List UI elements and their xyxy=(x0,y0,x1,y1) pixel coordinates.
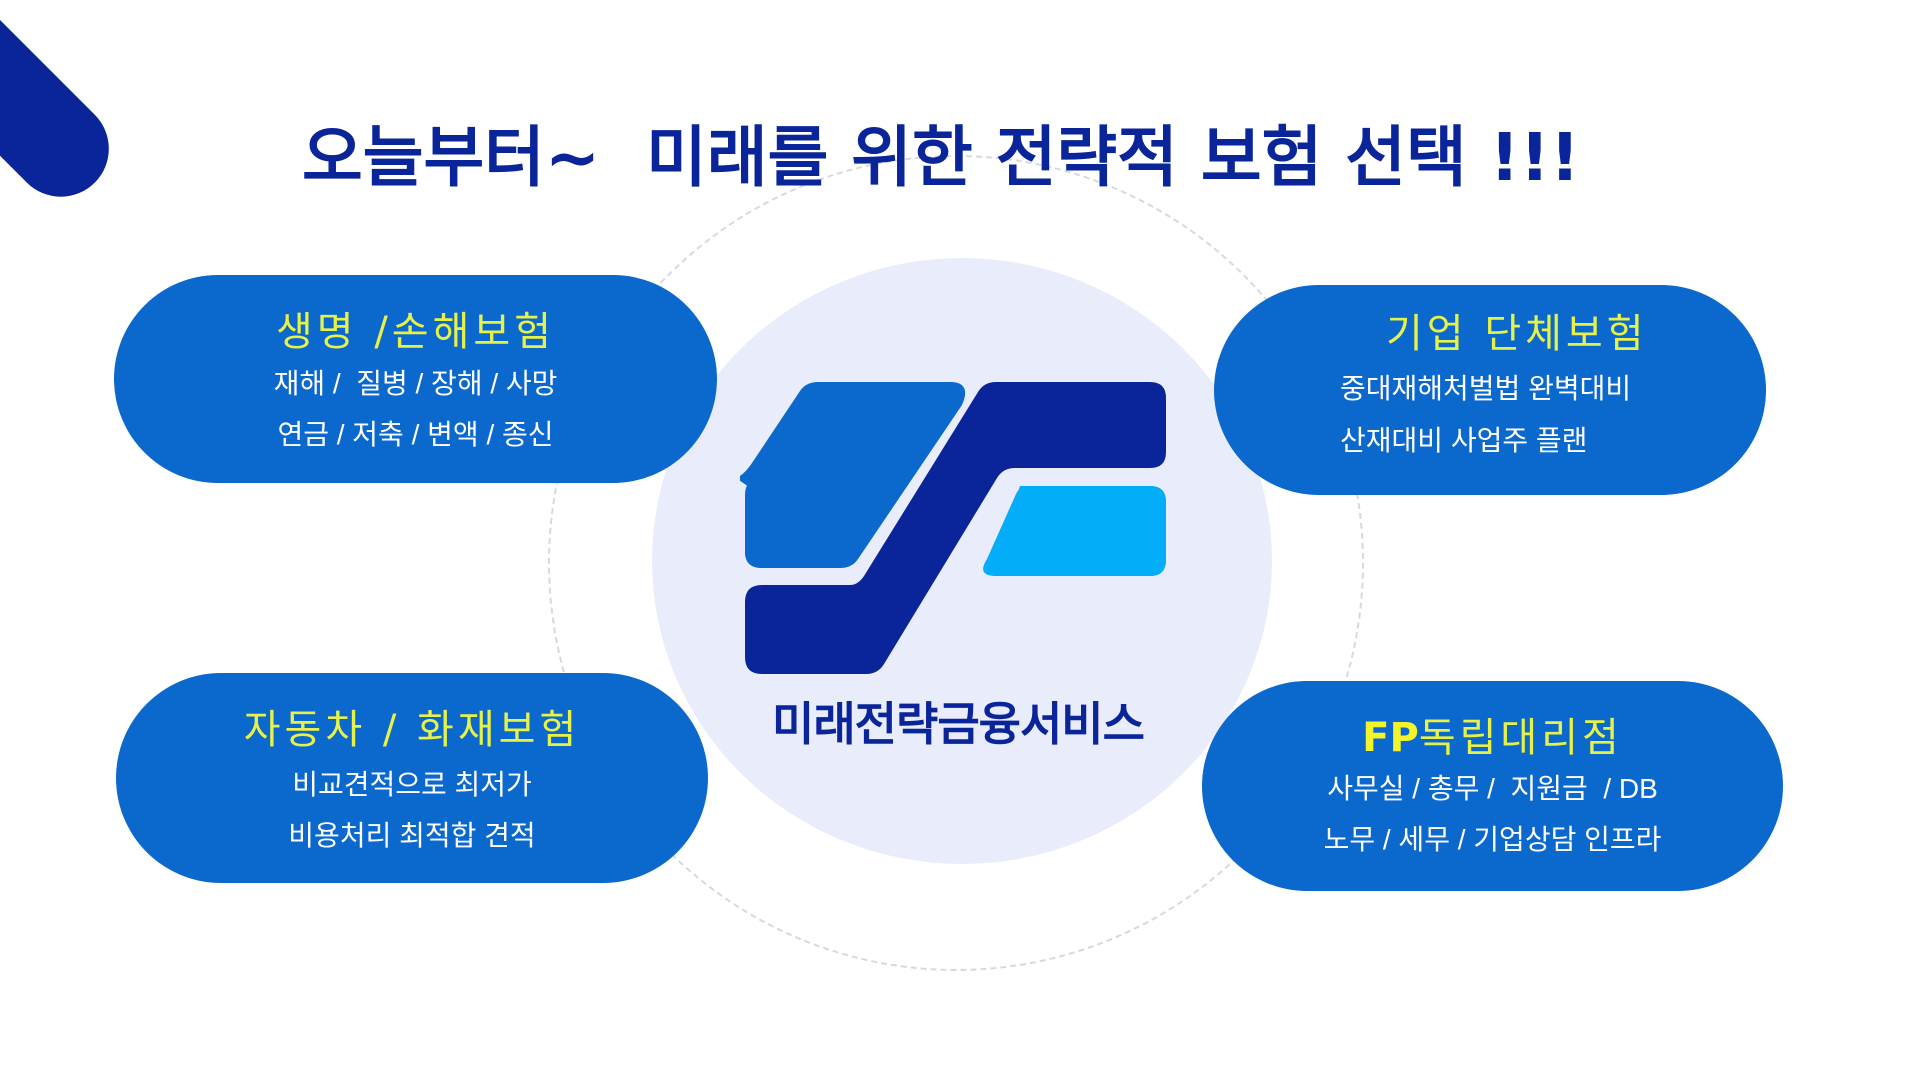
card-heading: FP독립대리점 xyxy=(1202,713,1783,763)
card-heading-rest: 독립대리점 xyxy=(1418,715,1623,761)
card-heading: 자동차 / 화재보험 xyxy=(243,707,581,753)
card-heading: 기업 단체보험 xyxy=(1386,311,1648,357)
card-line: 재해 / 질병 / 장해 / 사망 xyxy=(273,368,558,399)
card-heading-fp: FP xyxy=(1362,715,1419,761)
dashed-orbit-ring xyxy=(548,155,1364,971)
card-line: 중대재해처벌법 완벽대비 xyxy=(1340,373,1632,404)
card-line: 비교견적으로 최저가 xyxy=(292,769,532,800)
brand-name: 미래전략금융서비스 xyxy=(772,697,1145,751)
card-line: 비용처리 최적합 견적 xyxy=(288,820,536,851)
page-title: 오늘부터~ 미래를 위한 전략적 보험 선택 !!! xyxy=(302,119,1580,196)
card-line: 노무 / 세무 / 기업상담 인프라 xyxy=(1323,824,1662,855)
card-line: 연금 / 저축 / 변액 / 종신 xyxy=(277,419,554,450)
card-corporate-insurance: 기업 단체보험 중대재해처벌법 완벽대비 산재대비 사업주 플랜 xyxy=(1214,285,1766,495)
logo-cyan-body xyxy=(983,486,1166,576)
card-heading: 생명 /손해보험 xyxy=(276,309,555,355)
company-logo-icon xyxy=(740,382,1166,674)
logo-mid-blue-body xyxy=(745,382,948,568)
card-fp-agency: FP독립대리점 사무실 / 총무 / 지원금 / DB 노무 / 세무 / 기업… xyxy=(1202,681,1783,891)
card-auto-fire-insurance: 자동차 / 화재보험 비교견적으로 최저가 비용처리 최적합 견적 xyxy=(116,673,708,883)
logo-navy-shape xyxy=(745,382,1166,674)
card-life-insurance: 생명 /손해보험 재해 / 질병 / 장해 / 사망 연금 / 저축 / 변액 … xyxy=(114,275,717,483)
card-line: 사무실 / 총무 / 지원금 / DB xyxy=(1327,773,1658,804)
card-line: 산재대비 사업주 플랜 xyxy=(1340,425,1588,456)
